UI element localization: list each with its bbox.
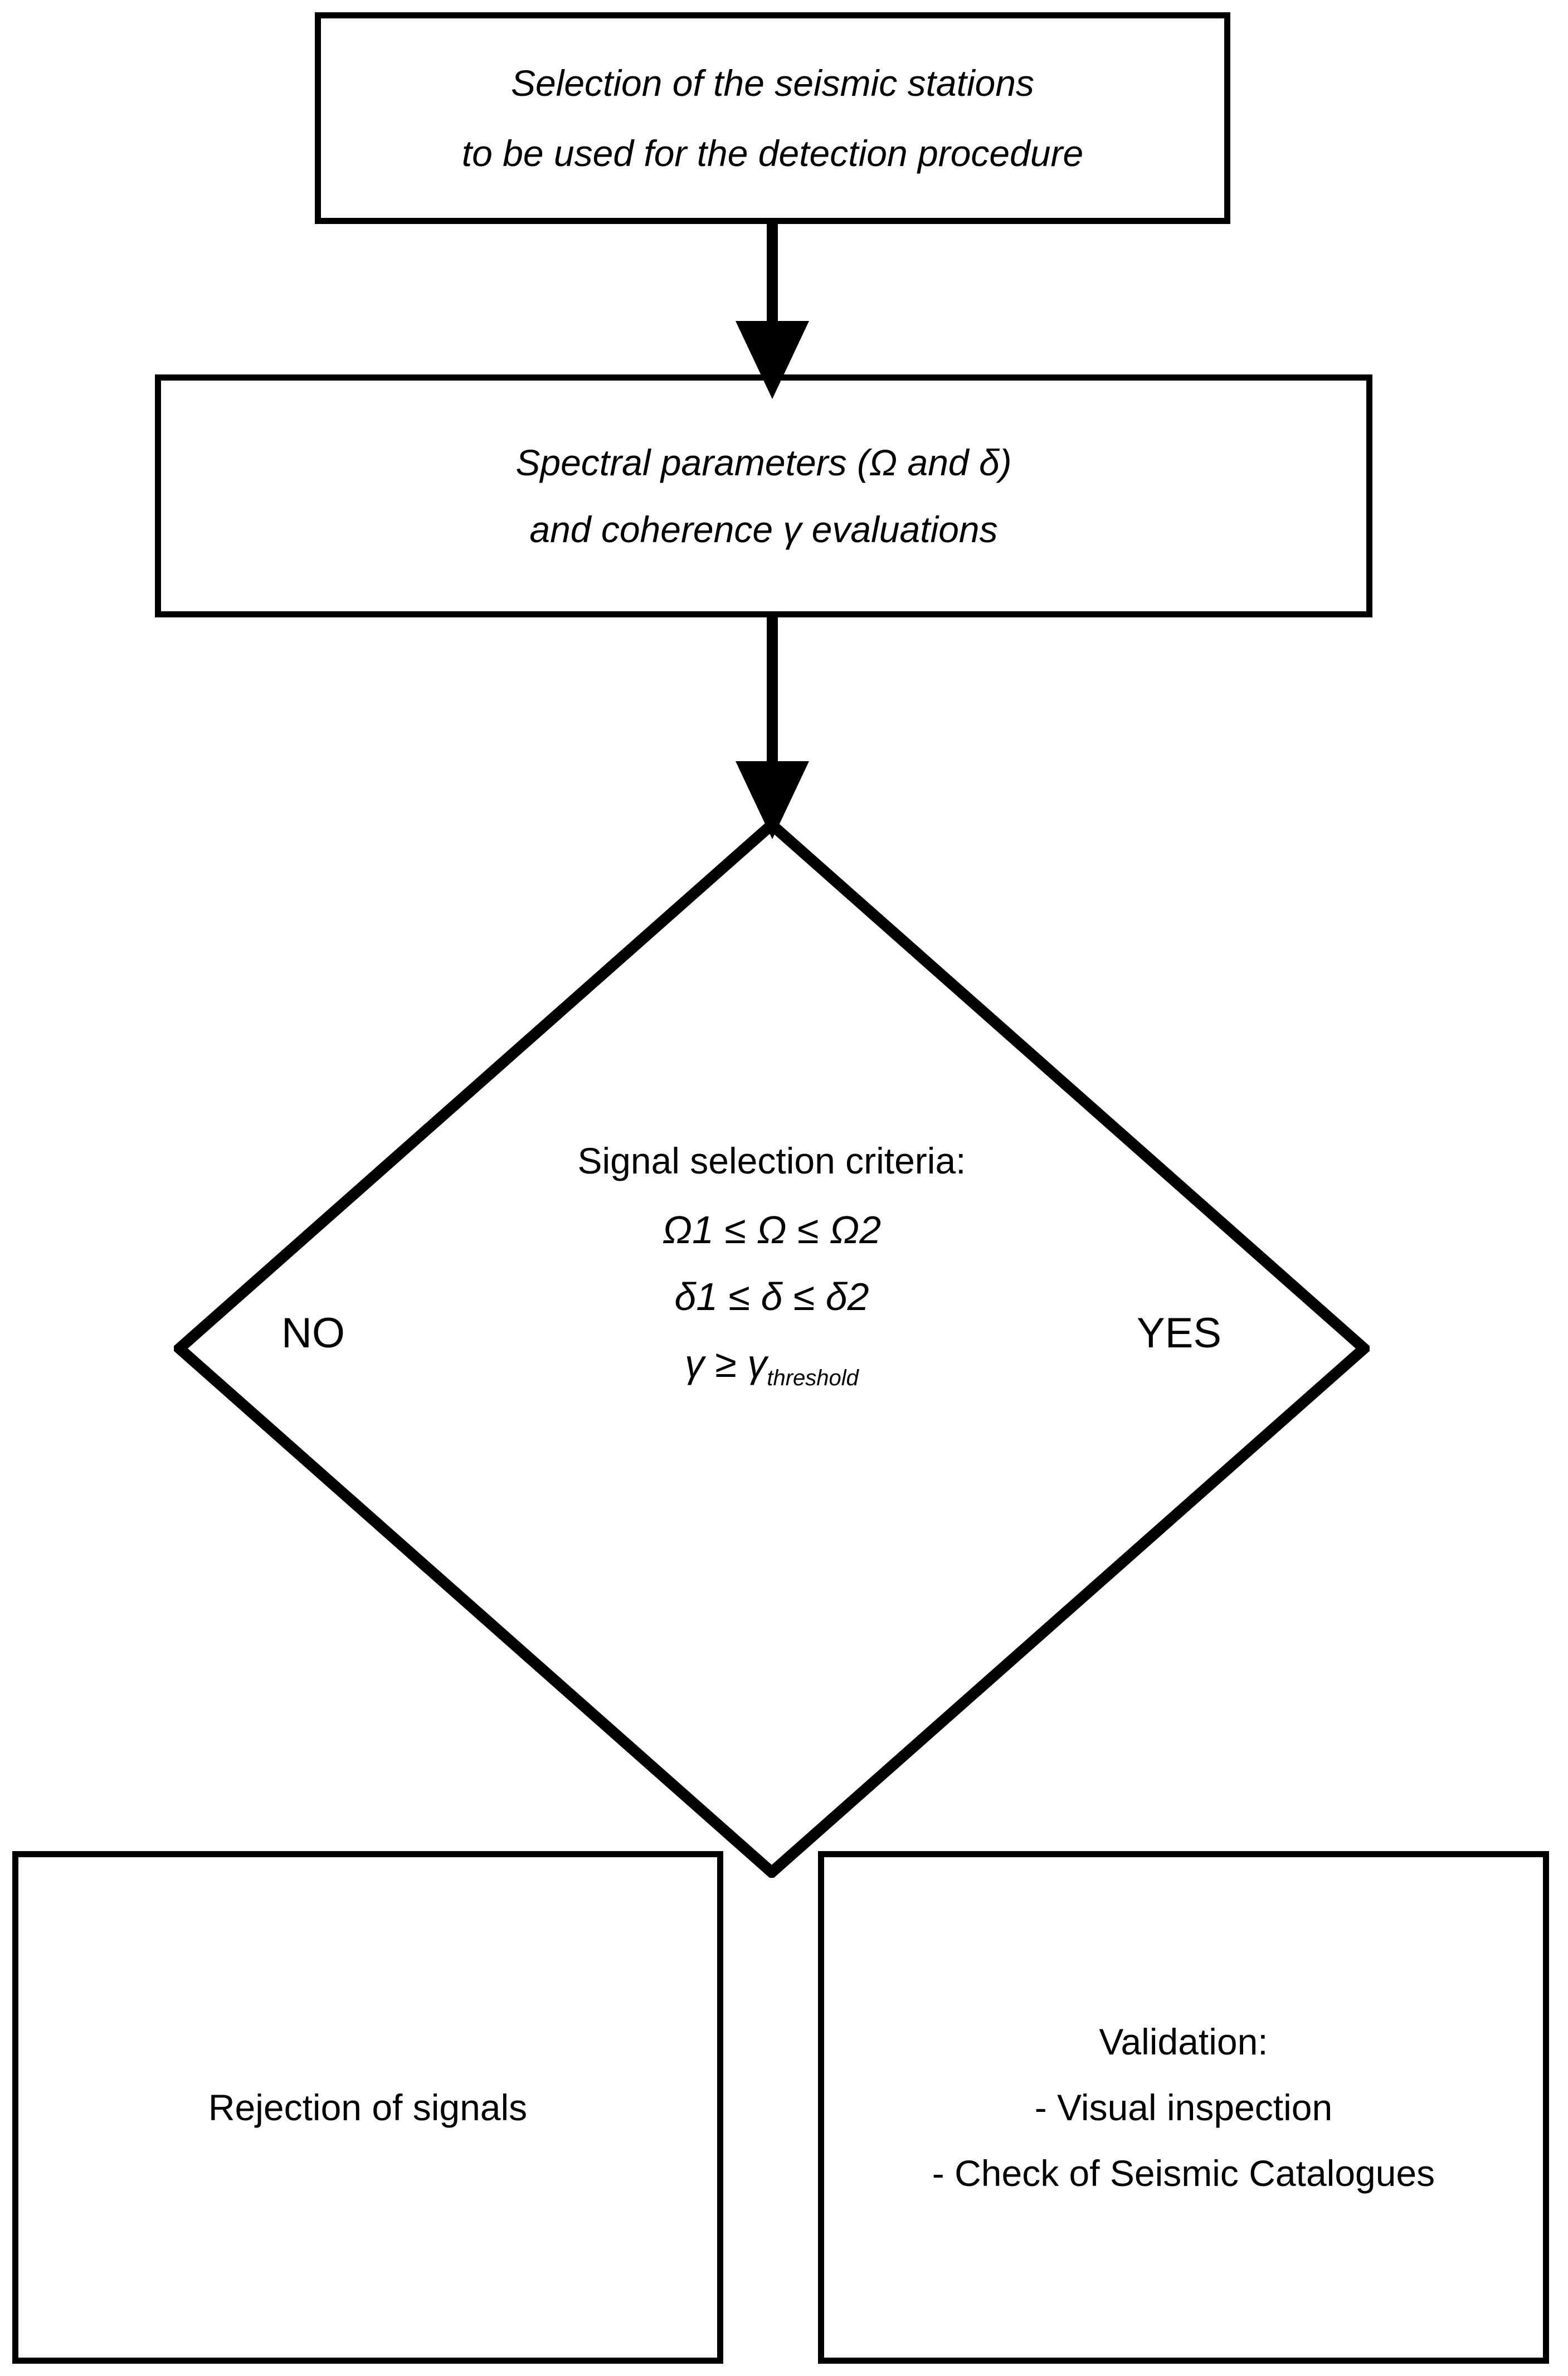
branch-label-no: NO bbox=[281, 1309, 345, 1357]
node-validation-line-2: - Visual inspection bbox=[1034, 2087, 1333, 2128]
node-stations-line-2: to be used for the detection procedure bbox=[461, 133, 1084, 174]
node-stations-line-1: Selection of the seismic stations bbox=[510, 62, 1035, 104]
node-selection-of-seismic-stations[interactable]: Selection of the seismic stations to be … bbox=[315, 12, 1230, 224]
node-spectral-line-2: and coherence γ evaluations bbox=[529, 509, 998, 550]
node-spectral-line-1: Spectral parameters (Ω and δ) bbox=[515, 442, 1012, 483]
node-rejection-of-signals[interactable]: Rejection of signals bbox=[12, 1851, 723, 2364]
branch-label-yes: YES bbox=[1137, 1309, 1222, 1357]
node-validation-line-3: - Check of Seismic Catalogues bbox=[932, 2153, 1435, 2194]
node-validation-line-1: Validation: bbox=[1099, 2021, 1268, 2062]
node-validation[interactable]: Validation: - Visual inspection - Check … bbox=[818, 1851, 1549, 2364]
node-rejection-line-1: Rejection of signals bbox=[208, 2087, 528, 2128]
diamond-shape bbox=[174, 819, 1370, 1878]
node-spectral-parameters[interactable]: Spectral parameters (Ω and δ) and cohere… bbox=[155, 374, 1372, 617]
